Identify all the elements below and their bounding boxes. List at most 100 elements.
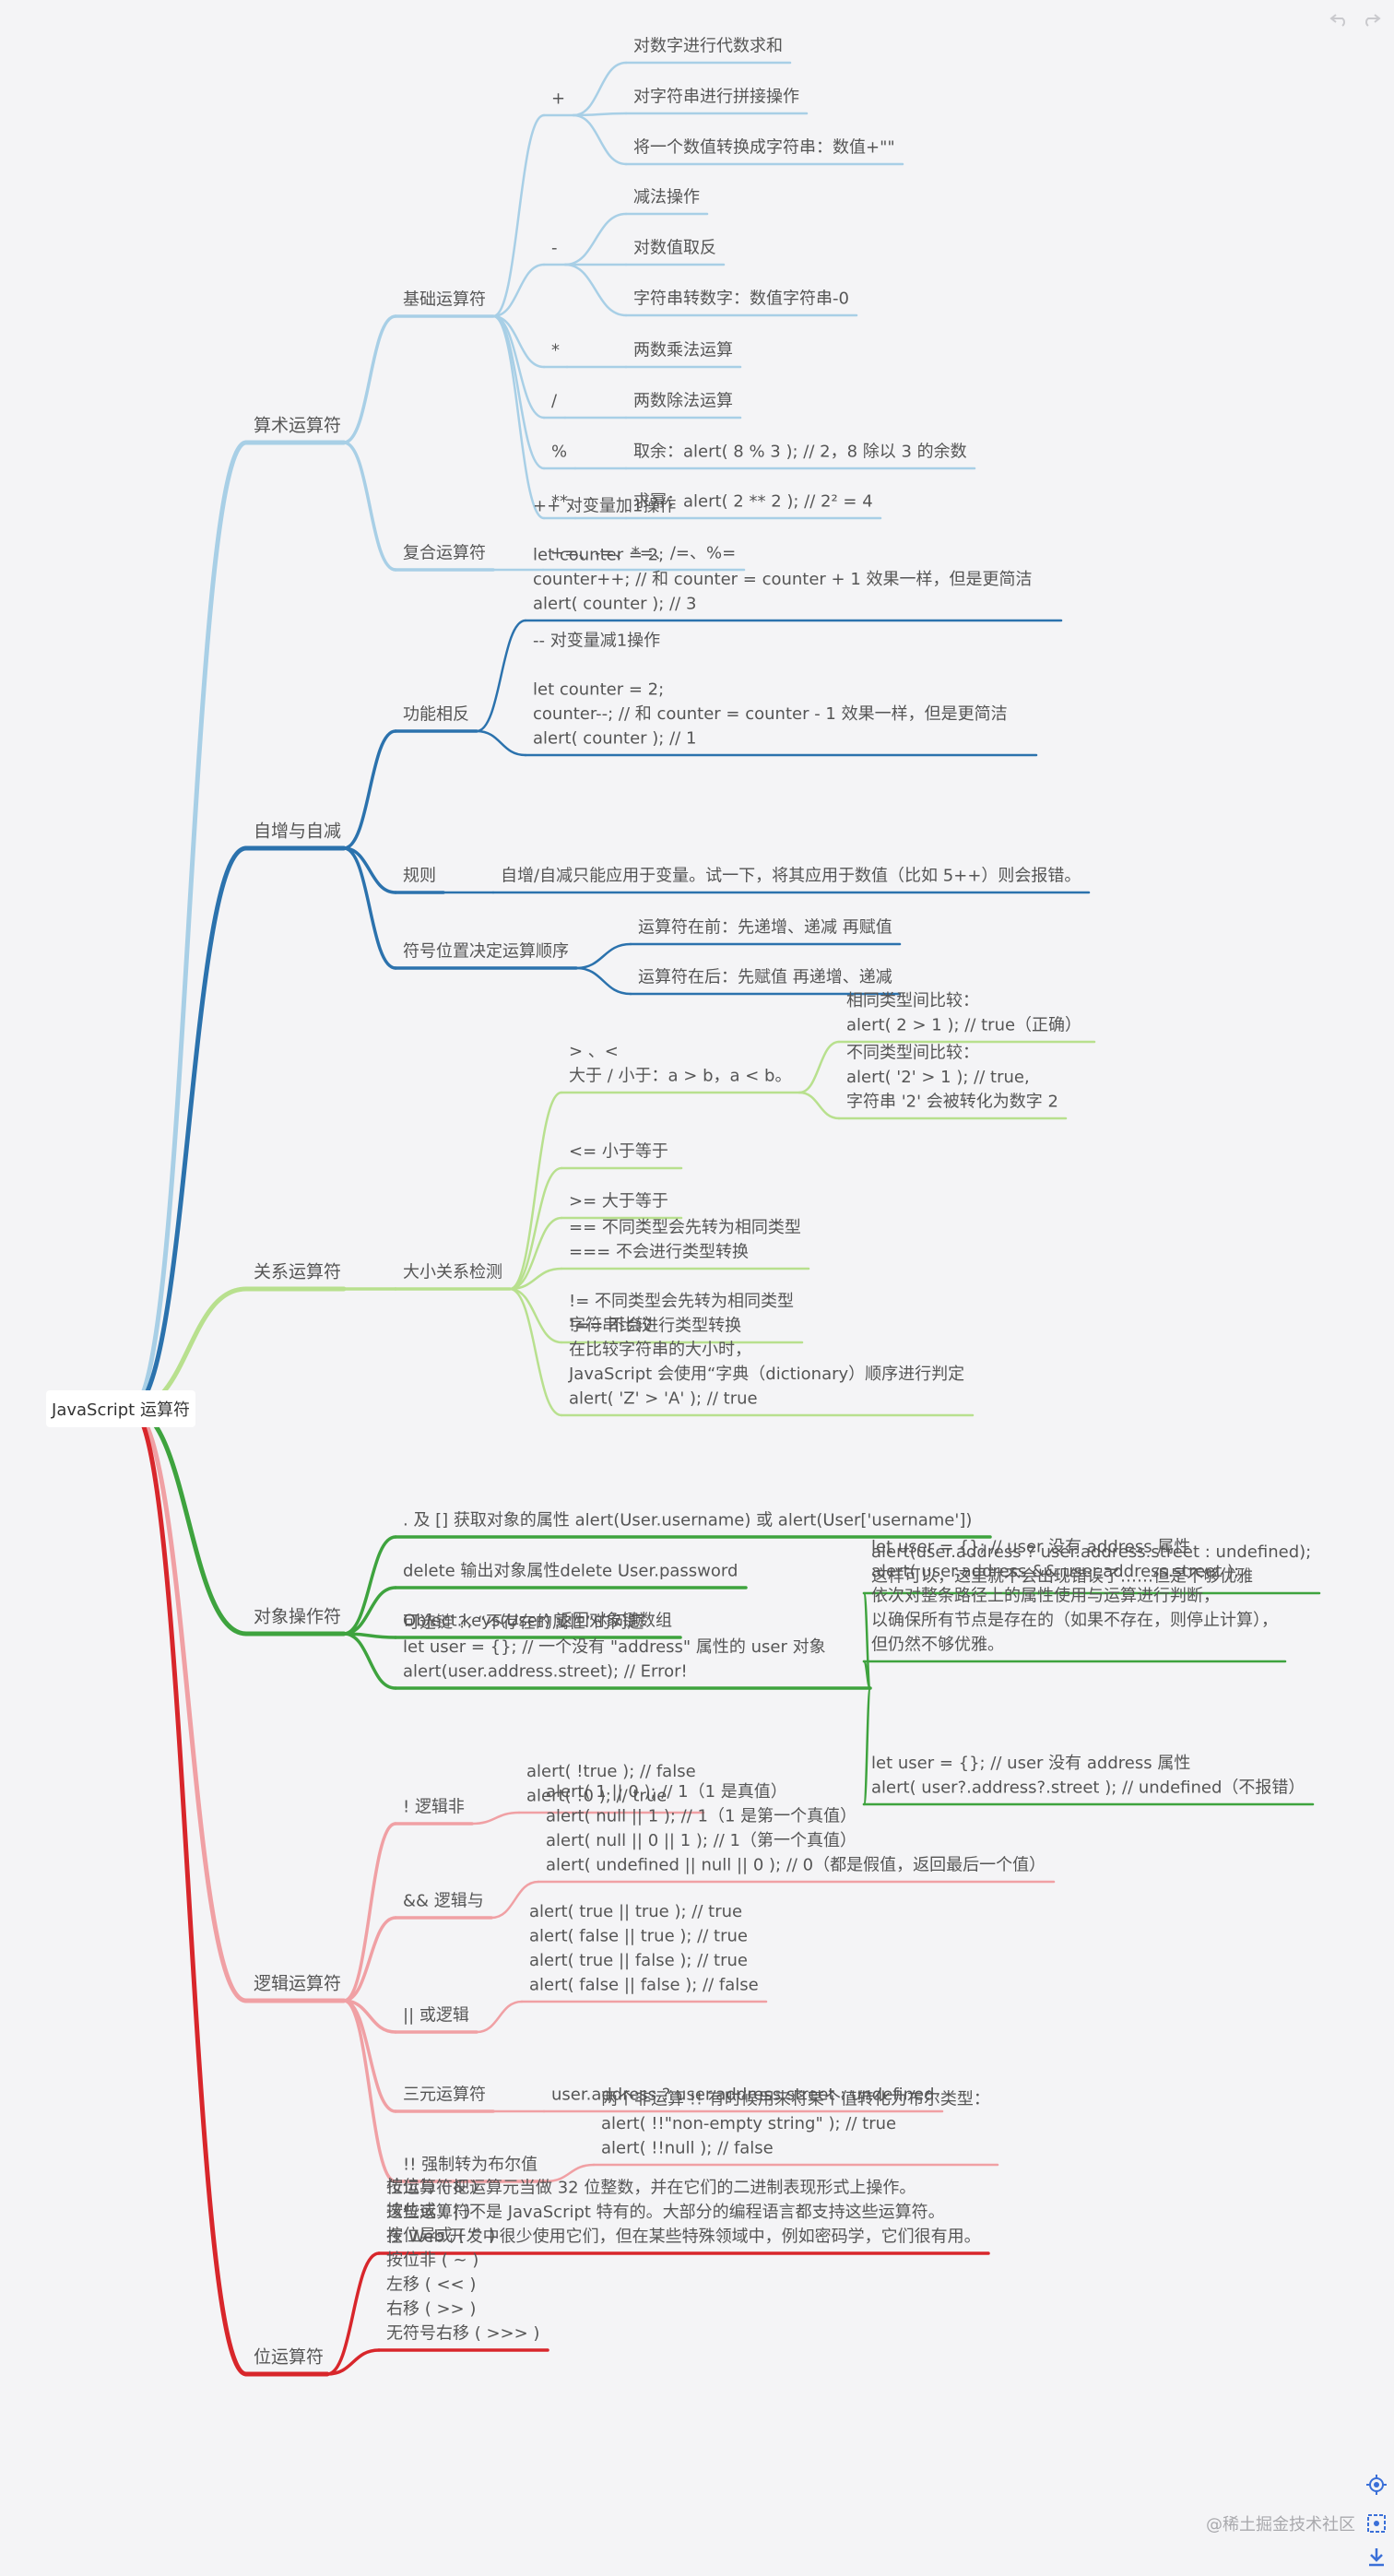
mindmap-node-text[interactable]: 两个非运算 !! 有时候用来将某个值转化为布尔类型： [601,2090,990,2109]
mindmap-node-text[interactable]: 运算符在前：先递增、递减 再赋值 [638,918,892,938]
mindmap-node-text[interactable]: !== 不会进行类型转换 [569,1317,741,1336]
mindmap-node-text[interactable]: let user = {}; // user 没有 address 属性 [871,1754,1190,1773]
mindmap-node-text[interactable]: 自增与自减 [254,821,341,842]
mindmap-node-text[interactable]: 自增/自减只能应用于变量。试一下，将其应用于数值（比如 5++）则会报错。 [501,867,1081,886]
mindmap-node-text[interactable]: alert(user.address.street); // Error! [403,1662,688,1682]
mindmap-node-text[interactable]: 对象操作符 [254,1607,341,1627]
mindmap-node-text[interactable]: 不同类型间比较： [846,1044,979,1063]
mindmap-node-text[interactable]: let user = {}; // 一个没有 "address" 属性的 use… [403,1637,826,1657]
mindmap-node-text[interactable]: 但仍然不够优雅。 [871,1636,1004,1655]
mindmap-node-text[interactable]: 右移 ( >> ) [386,2299,476,2319]
mindmap-node-text[interactable]: != 不同类型会先转为相同类型 [569,1292,794,1311]
mindmap-node-text[interactable]: JavaScript 会使用“字典（dictionary）顺序进行判定 [568,1365,964,1384]
mindmap-node-text[interactable]: 减法操作 [633,188,700,207]
mindmap-node-text[interactable]: 对数值取反 [633,239,716,258]
mindmap-node-text[interactable]: alert( 1 || 0 ); // 1（1 是真值） [546,1782,787,1802]
mindmap-node-text[interactable]: let user = {}; // user 没有 address 属性 [871,1538,1190,1557]
mindmap-node-text[interactable]: user.address ? user.address.street : und… [551,2086,935,2105]
mindmap-node-text[interactable]: 将一个数值转换成字符串：数值+"" [633,138,895,158]
mindmap-node-text[interactable]: 两数除法运算 [633,392,733,411]
mindmap-node-text[interactable]: -- 对变量减1操作 [533,632,660,651]
mindmap-node-text[interactable]: 无符号右移 ( >>> ) [386,2324,539,2344]
mindmap-node-text[interactable]: 大于 / 小于：a > b，a < b。 [569,1067,791,1086]
mindmap-node-text[interactable]: 位运算符 [254,2347,324,2368]
mindmap-node-text[interactable]: 逻辑运算符 [254,1974,341,1994]
mindmap-node-text[interactable]: 左移 ( << ) [386,2275,476,2295]
mindmap-node-text[interactable]: 符号位置决定运算顺序 [403,942,569,962]
mindmap-node-text[interactable]: +=、-=、*=、/=、%= [550,544,736,563]
mindmap-node-text[interactable]: ** [551,492,568,512]
mindmap-node-text[interactable]: == 不同类型会先转为相同类型 [569,1218,801,1237]
mindmap-node-text[interactable]: 求幂：alert( 2 ** 2 ); // 2² = 4 [633,492,873,512]
mindmap-node-text[interactable]: alert( true || true ); // true [529,1902,742,1921]
mindmap-node-text[interactable]: alert( !true ); // false [526,1762,696,1781]
mindmap-node-text[interactable]: !! 强制转为布尔值 [403,2156,538,2175]
locate-icon[interactable] [1364,2473,1388,2497]
mindmap-node-text[interactable]: alert(user.address ? user.address.street… [871,1542,1311,1562]
mindmap-node-text[interactable]: . 及 [] 获取对象的属性 alert(User.username) 或 al… [403,1511,972,1530]
mindmap-node-text[interactable]: 基础运算符 [403,290,486,310]
mindmap-node-text[interactable]: 大小关系检测 [403,1263,502,1282]
mindmap-node-text[interactable]: 功能相反 [403,705,469,725]
mindmap-node-text[interactable]: 字符串 '2' 会被转化为数字 2 [846,1093,1058,1112]
mindmap-node-text[interactable]: alert( user?.address?.street ); // undef… [871,1778,1305,1798]
mindmap-node-text[interactable]: alert( false || true ); // true [529,1927,748,1946]
mindmap-node-text[interactable]: 在比较字符串的大小时， [569,1341,751,1360]
mindmap-node-text[interactable]: 按位与 ( & ) [386,2178,478,2197]
mindmap-node-text[interactable]: + [551,89,565,109]
mindmap-node-text[interactable]: 相同类型间比较： [846,991,979,1010]
redo-icon[interactable] [1359,7,1383,31]
mindmap-node-text[interactable]: && 逻辑与 [403,1892,484,1911]
mindmap-node-text[interactable]: * [551,341,560,360]
fit-view-icon[interactable] [1364,2511,1388,2535]
mindmap-node-text[interactable]: <= 小于等于 [569,1142,668,1162]
mindmap-node-text[interactable]: alert( null || 0 || 1 ); // 1（第一个真值） [546,1831,856,1850]
mindmap-node-text[interactable]: alert( null || 1 ); // 1（1 是第一个真值） [546,1807,856,1826]
mindmap-node-text[interactable]: alert( undefined || null || 0 ); // 0（都是… [546,1856,1046,1875]
mindmap-node-text[interactable]: - [551,239,558,258]
mindmap-node-text[interactable]: Object.keys(User) 返回对象键数组 [403,1612,672,1631]
mindmap-node-text[interactable]: 依次对整条路径上的属性使用与运算进行判断， [871,1587,1220,1606]
mindmap-node-text[interactable]: 在 Web 开发中很少使用它们，但在某些特殊领域中，例如密码学，它们很有用。 [386,2227,981,2247]
mindmap-node-text[interactable]: 取余：alert( 8 % 3 ); // 2，8 除以 3 的余数 [633,443,967,462]
mindmap-node-text[interactable]: 规则 [403,867,436,886]
mindmap-node-text[interactable]: 按位或 ( | ) [386,2202,470,2221]
mindmap-node-text[interactable]: / [551,392,558,411]
mindmap-node-text[interactable]: counter++; // 和 counter = counter + 1 效果… [533,570,1033,589]
undo-icon[interactable] [1328,7,1352,31]
mindmap-node-text[interactable]: 对数字进行代数求和 [633,37,783,56]
mindmap-node-text[interactable]: 字符串比较 [569,1316,652,1335]
mindmap-node-text[interactable]: alert( 2 > 1 ); // true（正确） [846,1016,1081,1035]
mindmap-node-text[interactable]: alert( true || false ); // true [529,1951,748,1970]
mindmap-node-text[interactable]: === 不会进行类型转换 [569,1243,749,1262]
mindmap-node-text[interactable]: 算术运算符 [254,416,341,436]
mindmap-node-text[interactable]: counter--; // 和 counter = counter - 1 效果… [533,704,1008,724]
mindmap-node-text[interactable]: alert( 'Z' > 'A' ); // true [569,1389,758,1409]
mindmap-node-text[interactable]: delete 输出对象属性delete User.password [403,1562,738,1581]
mindmap-node-text[interactable]: 按位非 ( ~ ) [386,2251,478,2270]
mindmap-node-text[interactable]: alert( counter ); // 1 [533,729,696,749]
mindmap-node-text[interactable]: 这样可以，这里就不会出现错误了……但是不够优雅 [871,1567,1253,1587]
mindmap-node-text[interactable]: let counter = 2; [533,680,664,700]
mindmap-node-text[interactable]: 两数乘法运算 [633,341,733,360]
mindmap-node-text[interactable]: 对字符串进行拼接操作 [633,88,799,107]
mindmap-node-text[interactable]: 位运算符把运算元当做 32 位整数，并在它们的二进制表现形式上操作。 [386,2179,916,2198]
mindmap-node-text[interactable]: ++ 对变量加1操作 [533,497,676,516]
mindmap-node-text[interactable]: 字符串转数字：数值字符串-0 [633,290,849,309]
mindmap-node-text[interactable]: 复合运算符 [403,544,486,563]
mindmap-node-text[interactable]: alert( !!"non-empty string" ); // true [601,2114,896,2133]
mindmap-node-text[interactable]: 运算符在后：先赋值 再递增、递减 [638,968,892,987]
mindmap-node-text[interactable]: 三元运算符 [403,2086,486,2105]
mindmap-node-text[interactable]: alert( '2' > 1 ); // true, [846,1068,1030,1087]
mindmap-node-text[interactable]: 以确保所有节点是存在的（如果不存在，则停止计算）， [871,1611,1278,1630]
mindmap-node-text[interactable]: alert( false || false ); // false [529,1976,759,1995]
mindmap-node-text[interactable]: 按位异或 ( ^ ) [386,2227,495,2246]
mindmap-node-text[interactable]: ! 逻辑非 [403,1798,465,1817]
mindmap-node-text[interactable]: 这些运算符不是 JavaScript 特有的。大部分的编程语言都支持这些运算符。 [386,2203,945,2222]
mindmap-node-text[interactable]: alert( user.address && user.address.stre… [871,1562,1239,1581]
mindmap-node-text[interactable]: % [551,443,567,462]
mindmap-node-text[interactable]: alert( counter ); // 3 [533,595,696,614]
root-node[interactable]: JavaScript 运算符 [46,1390,195,1427]
download-icon[interactable] [1364,2545,1388,2569]
